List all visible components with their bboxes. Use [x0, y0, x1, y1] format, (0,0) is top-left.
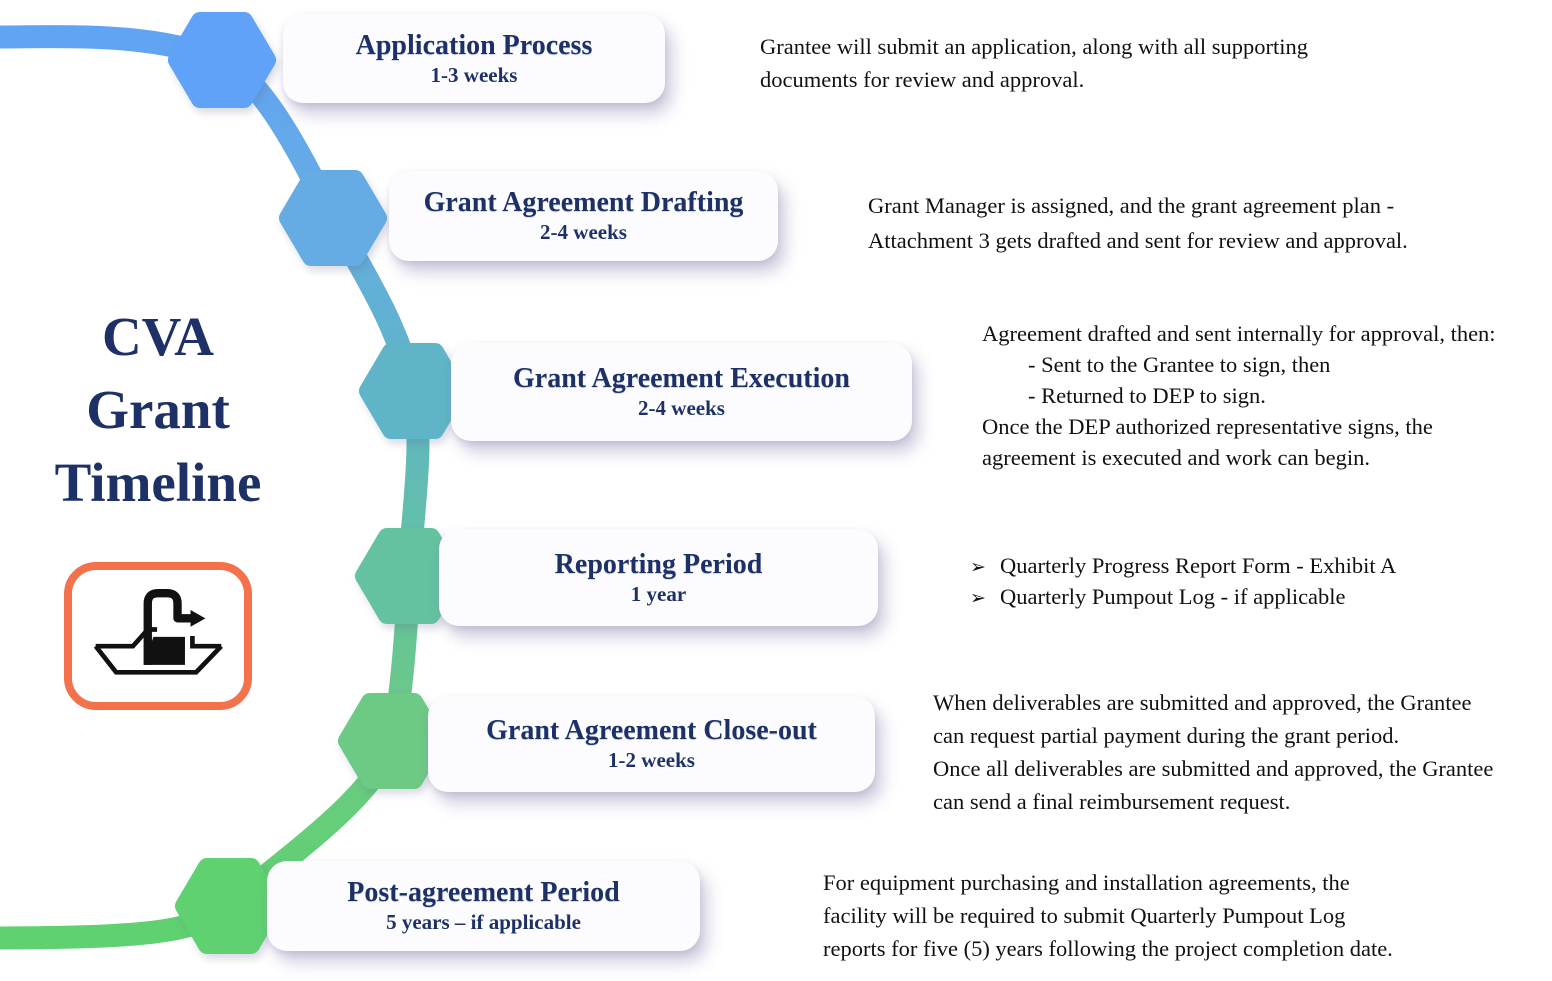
stage-title: Post-agreement Period — [347, 877, 620, 908]
description-line: Agreement drafted and sent internally fo… — [982, 321, 1496, 346]
description-line: - Returned to DEP to sign. — [1028, 383, 1266, 408]
stage-description-reporting-period: ➢ Quarterly Progress Report Form - Exhib… — [970, 551, 1396, 613]
stage-duration: 1-3 weeks — [430, 62, 518, 87]
description-line: When deliverables are submitted and appr… — [933, 690, 1472, 715]
description-line: can send a final reimbursement request. — [933, 789, 1291, 814]
stage-title: Grant Agreement Drafting — [423, 187, 744, 218]
pumpout-boat-icon — [93, 589, 223, 675]
arrow-bullet-icon: ➢ — [970, 587, 986, 609]
stage-description-grant-agreement-execution: Agreement drafted and sent internally fo… — [982, 318, 1496, 473]
stage-hexagon-2 — [279, 170, 387, 266]
description-line: Grantee will submit an application, alon… — [760, 34, 1309, 59]
stage-duration: 1-2 weeks — [608, 748, 695, 772]
description-line: Once all deliverables are submitted and … — [933, 756, 1494, 781]
diagram-title-line: CVA — [101, 306, 215, 367]
description-line: reports for five (5) years following the… — [823, 936, 1393, 961]
description-line: agreement is executed and work can begin… — [982, 445, 1370, 470]
stage-hexagon-6 — [175, 858, 283, 954]
stage-title: Grant Agreement Close-out — [486, 715, 817, 746]
diagram-title-line: Grant — [86, 379, 230, 440]
stage-card-application-process: Application Process 1-3 weeks — [283, 14, 665, 103]
stage-title: Grant Agreement Execution — [513, 363, 850, 394]
stage-duration: 5 years – if applicable — [386, 910, 581, 934]
stage-title: Reporting Period — [554, 548, 763, 580]
stage-duration: 2-4 weeks — [638, 396, 725, 420]
description-line: For equipment purchasing and installatio… — [823, 870, 1350, 895]
stage-card-grant-agreement-execution: Grant Agreement Execution 2-4 weeks — [451, 343, 912, 441]
bullet-item: ➢ Quarterly Pumpout Log - if applicable — [970, 582, 1396, 613]
stage-duration: 2-4 weeks — [540, 220, 627, 244]
stage-description-application-process: Grantee will submit an application, alon… — [760, 30, 1308, 96]
diagram-title-line: Timeline — [54, 452, 262, 513]
stage-hexagon-5 — [338, 693, 446, 789]
stage-title: Application Process — [355, 29, 593, 61]
pumpout-boat-logo — [64, 562, 252, 710]
stage-description-grant-agreement-close-out: When deliverables are submitted and appr… — [933, 686, 1493, 818]
description-line: Quarterly Pumpout Log - if applicable — [1000, 584, 1346, 609]
stage-hexagon-4 — [355, 528, 463, 624]
stage-card-reporting-period: Reporting Period 1 year — [439, 529, 878, 626]
description-line: facility will be required to submit Quar… — [823, 903, 1346, 928]
description-line: Once the DEP authorized representative s… — [982, 414, 1433, 439]
arrow-bullet-icon: ➢ — [970, 556, 986, 578]
description-line: documents for review and approval. — [760, 67, 1085, 92]
stage-description-post-agreement-period: For equipment purchasing and installatio… — [823, 866, 1393, 965]
diagram-title: CVA Grant Timeline — [28, 300, 288, 519]
description-line: Quarterly Progress Report Form - Exhibit… — [1000, 553, 1397, 578]
stage-hexagon-1 — [168, 12, 276, 108]
description-line: Attachment 3 gets drafted and sent for r… — [868, 228, 1408, 253]
stage-description-grant-agreement-drafting: Grant Manager is assigned, and the grant… — [868, 188, 1408, 258]
stage-card-post-agreement-period: Post-agreement Period 5 years – if appli… — [267, 861, 700, 951]
description-line: Grant Manager is assigned, and the grant… — [868, 193, 1395, 218]
stage-hexagon-3 — [359, 343, 467, 439]
description-line: can request partial payment during the g… — [933, 723, 1400, 748]
stage-card-grant-agreement-close-out: Grant Agreement Close-out 1-2 weeks — [428, 696, 875, 792]
stage-card-grant-agreement-drafting: Grant Agreement Drafting 2-4 weeks — [389, 171, 778, 261]
bullet-item: ➢ Quarterly Progress Report Form - Exhib… — [970, 551, 1396, 582]
stage-duration: 1 year — [630, 581, 687, 606]
description-line: - Sent to the Grantee to sign, then — [1028, 352, 1331, 377]
